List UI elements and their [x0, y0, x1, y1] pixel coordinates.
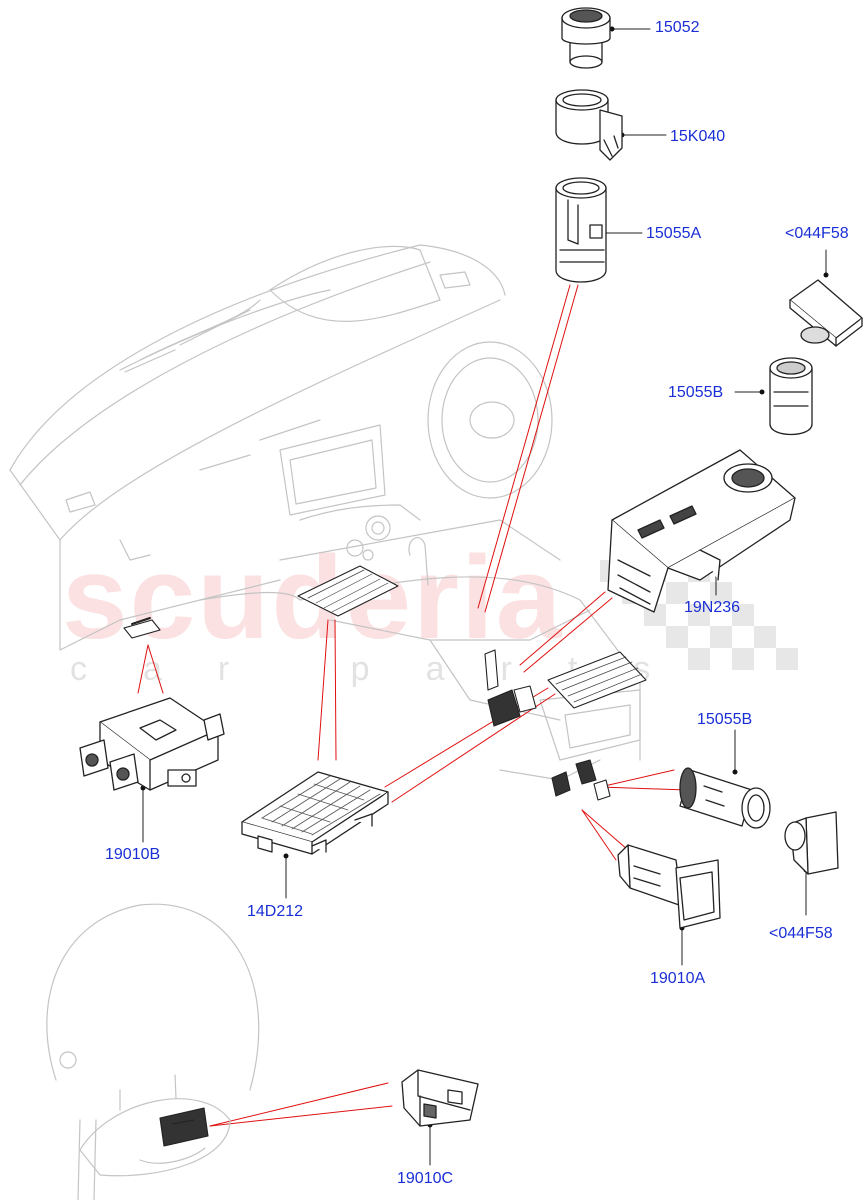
label-044F58-top: <044F58 — [785, 225, 849, 242]
part-15052 — [561, 7, 611, 69]
part-19010A — [617, 844, 721, 929]
label-19010B: 19010B — [105, 846, 161, 863]
callout-lines — [142, 28, 827, 1166]
label-19010C: 19010C — [397, 1170, 454, 1187]
part-044F58-bottom — [784, 811, 839, 875]
part-15055B-right — [679, 767, 771, 829]
label-19010A: 19010A — [650, 970, 706, 987]
part-15055B-upper — [769, 357, 813, 436]
part-15K040 — [555, 89, 623, 161]
label-15K040: 15K040 — [670, 128, 726, 145]
part-19010C — [401, 1069, 479, 1127]
label-15055B-right: 15055B — [697, 711, 753, 728]
installed-parts — [123, 565, 647, 1147]
label-044F58-bottom: <044F58 — [769, 925, 833, 942]
label-15052: 15052 — [655, 19, 700, 36]
label-15055B-upper: 15055B — [668, 384, 724, 401]
part-044F58-top — [789, 279, 863, 347]
seat-headrest-outline — [46, 903, 260, 1200]
label-19N236: 19N236 — [684, 599, 741, 616]
label-14D212: 14D212 — [247, 903, 304, 920]
part-15055A — [555, 177, 607, 283]
part-19010B — [79, 697, 225, 791]
leader-lines — [137, 284, 689, 1127]
part-19N236 — [607, 449, 796, 613]
dashboard-outline — [9, 244, 641, 781]
label-15055A: 15055A — [646, 225, 702, 242]
part-14D212 — [241, 771, 389, 855]
